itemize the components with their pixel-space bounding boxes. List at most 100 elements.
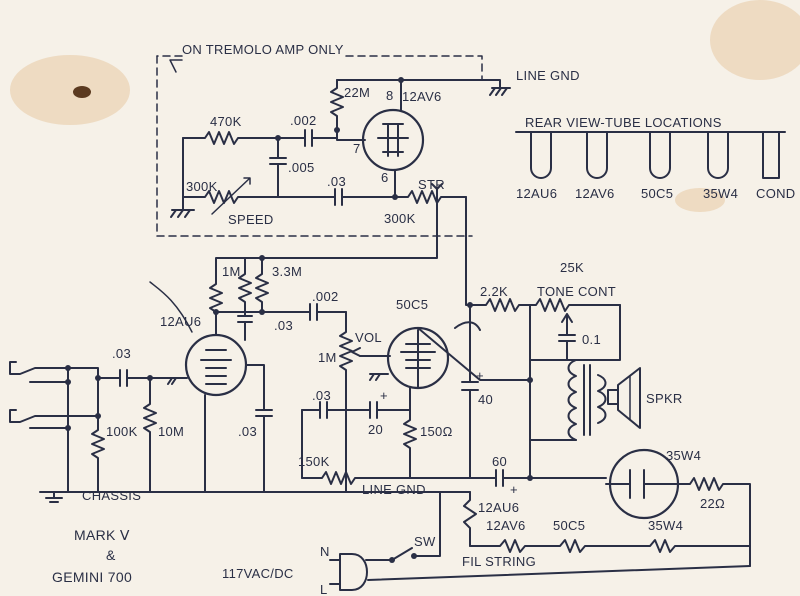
speaker-label: SPKR bbox=[646, 391, 683, 406]
fil-string-label: FIL STRING bbox=[462, 554, 536, 569]
fil-label-0: 12AU6 bbox=[478, 500, 519, 515]
tremolo-tube-12av6 bbox=[361, 108, 425, 172]
c-03-trem-label: .03 bbox=[327, 174, 346, 189]
tube-loc-label-3: 35W4 bbox=[703, 186, 738, 201]
output-tube-label: 50C5 bbox=[396, 297, 428, 312]
plug-n: N bbox=[320, 544, 330, 559]
paper-stains bbox=[10, 0, 800, 212]
cap-40 bbox=[461, 304, 479, 479]
tube-loc-label-0: 12AU6 bbox=[516, 186, 557, 201]
vol-value: 1M bbox=[318, 350, 337, 365]
preamp-section: 100K .03 10M CHASSIS 12AU6 1M 3.3M .03 .… bbox=[9, 255, 471, 503]
title-line2: & bbox=[106, 547, 116, 563]
tube-loc-cond bbox=[762, 131, 780, 179]
resistor-470k bbox=[182, 131, 306, 145]
vol-name: VOL bbox=[355, 330, 382, 345]
r-22-label: 22Ω bbox=[700, 496, 725, 511]
fil-label-2: 50C5 bbox=[553, 518, 585, 533]
c-60-label: 60 bbox=[492, 454, 507, 469]
c-20-plus: + bbox=[380, 388, 388, 403]
cap-01 bbox=[558, 313, 576, 361]
pot-str-value: 300K bbox=[384, 211, 416, 226]
tube-locations: REAR VIEW-TUBE LOCATIONS 12AU6 12AV6 50C… bbox=[515, 115, 795, 201]
tremolo-tube-label: 12AV6 bbox=[402, 89, 442, 104]
cap-002-preamp bbox=[309, 303, 347, 321]
tremolo-note-arrow bbox=[169, 59, 183, 73]
c-03-out-label: .03 bbox=[312, 388, 331, 403]
r-150-label: 150Ω bbox=[420, 424, 453, 439]
cap-002-trem bbox=[304, 129, 313, 147]
resistor-100k bbox=[91, 415, 105, 493]
fil-label-1: 12AV6 bbox=[486, 518, 526, 533]
output-line-gnd: LINE GND bbox=[362, 482, 426, 497]
tube-loc-50c5 bbox=[649, 131, 671, 179]
c-40-plus: + bbox=[476, 368, 484, 383]
cap-005 bbox=[269, 137, 287, 198]
c-01-label: 0.1 bbox=[582, 332, 601, 347]
c-005-label: .005 bbox=[288, 160, 315, 175]
pot-speed-value: 300K bbox=[186, 179, 218, 194]
preamp-tube-label: 12AU6 bbox=[160, 314, 201, 329]
pot-str bbox=[394, 190, 467, 204]
pot-speed-name: SPEED bbox=[228, 212, 274, 227]
tone-network bbox=[469, 298, 621, 312]
tube-loc-12au6 bbox=[530, 131, 552, 179]
r-150k-label: 150K bbox=[298, 454, 330, 469]
power-section: 60 + 35W4 22Ω 12AU6 12AV6 50C5 35W4 FIL … bbox=[222, 448, 751, 596]
rectifier-tube-label: 35W4 bbox=[666, 448, 701, 463]
resistor-150k bbox=[301, 471, 471, 485]
tremolo-pin6: 6 bbox=[381, 170, 389, 185]
r-100k-label: 100K bbox=[106, 424, 138, 439]
resistor-22m bbox=[330, 79, 344, 131]
tube-loc-label-1: 12AV6 bbox=[575, 186, 615, 201]
tremolo-box-outline bbox=[156, 55, 473, 237]
power-input-label: 117VAC/DC bbox=[222, 566, 294, 581]
screen-network bbox=[237, 257, 253, 341]
input-jack-1 bbox=[9, 361, 69, 375]
cap-03-cathode bbox=[245, 364, 273, 493]
transformer-secondary bbox=[597, 374, 607, 424]
cap-60 bbox=[469, 469, 607, 487]
tube-locations-heading: REAR VIEW-TUBE LOCATIONS bbox=[525, 115, 722, 130]
model-title: MARK Ⅴ & GEMINI 700 bbox=[52, 527, 132, 585]
r-1m-label: 1M bbox=[222, 264, 241, 279]
tremolo-pin8: 8 bbox=[386, 88, 394, 103]
resistor-1m-plate bbox=[209, 257, 263, 336]
tube-loc-35w4 bbox=[707, 131, 729, 179]
c-60-plus: + bbox=[510, 482, 518, 497]
title-line3: GEMINI 700 bbox=[52, 569, 132, 585]
tremolo-section: ON TREMOLO AMP ONLY LINE GND 12AV6 8 7 6… bbox=[156, 42, 580, 259]
transformer-primary bbox=[567, 359, 577, 441]
c-03-in-label: .03 bbox=[112, 346, 131, 361]
tremolo-note: ON TREMOLO AMP ONLY bbox=[182, 42, 344, 57]
preamp-tube-12au6 bbox=[184, 333, 248, 397]
r-33m-label: 3.3M bbox=[272, 264, 302, 279]
tremolo-line-gnd-label: LINE GND bbox=[516, 68, 580, 83]
fil-label-3: 35W4 bbox=[648, 518, 683, 533]
resistor-10m bbox=[143, 377, 157, 493]
c-03-cath-label: .03 bbox=[238, 424, 257, 439]
tone-name: TONE CONT bbox=[537, 284, 616, 299]
tube-loc-label-4: COND bbox=[756, 186, 795, 201]
resistor-33m bbox=[255, 257, 269, 313]
tube-loc-label-2: 50C5 bbox=[641, 186, 673, 201]
switch-label: SW bbox=[414, 534, 436, 549]
tone-value: 25K bbox=[560, 260, 584, 275]
power-switch bbox=[365, 491, 441, 561]
title-line1: MARK Ⅴ bbox=[74, 527, 130, 543]
chassis-ground bbox=[45, 491, 63, 503]
pot-str-name: STR bbox=[418, 177, 445, 192]
tremolo-pin7: 7 bbox=[353, 141, 361, 156]
speaker-icon bbox=[617, 367, 641, 429]
r-22m-label: 22M bbox=[344, 85, 370, 100]
r-22k-label: 2.2K bbox=[480, 284, 508, 299]
chassis-label: CHASSIS bbox=[82, 488, 141, 503]
line-gnd-symbol bbox=[489, 87, 511, 96]
cap-03-trem bbox=[334, 188, 343, 206]
c-40-label: 40 bbox=[478, 392, 493, 407]
c-03-a-label: .03 bbox=[274, 318, 293, 333]
r-470k-label: 470K bbox=[210, 114, 242, 129]
input-jack-2 bbox=[9, 409, 99, 423]
resistor-150ohm bbox=[403, 387, 417, 479]
